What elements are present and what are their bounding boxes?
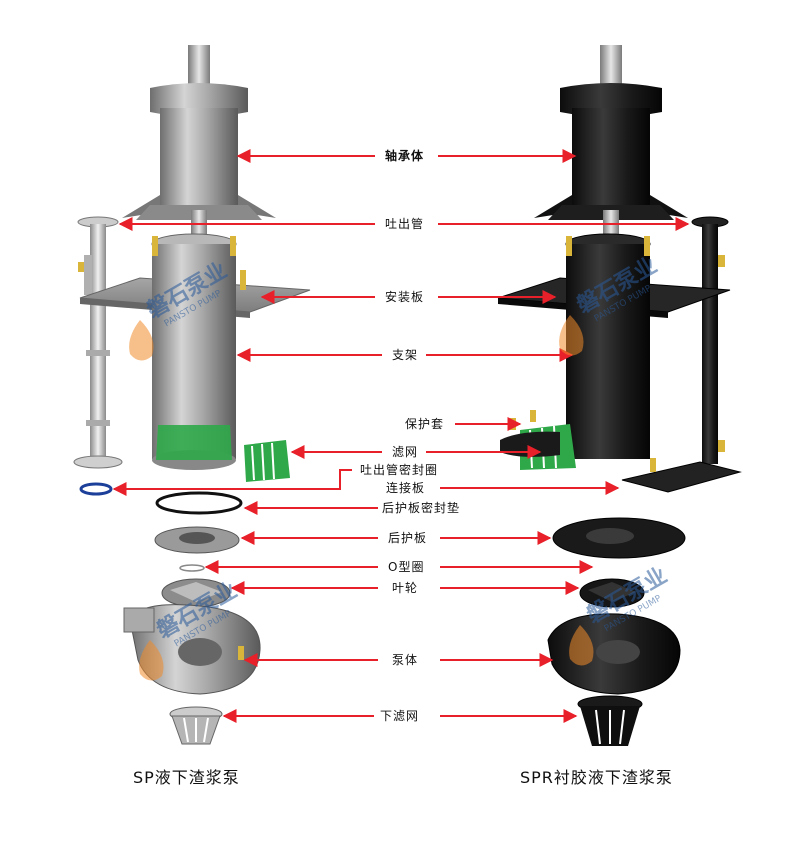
- logo-drop-icon: [569, 625, 594, 666]
- left-outlet-seal-ring: [79, 482, 113, 496]
- label-mounting-plate: 安装板: [385, 289, 424, 304]
- label-protective-sleeve: 保护套: [405, 417, 444, 431]
- left-o-ring: [179, 564, 205, 572]
- label-o-ring: O型圈: [388, 560, 424, 574]
- caption-left: SP液下渣浆泵: [133, 768, 240, 787]
- label-rear-guard-plate: 后护板: [388, 531, 427, 545]
- logo-drop-icon: [129, 320, 154, 361]
- left-impeller: [161, 578, 231, 608]
- logo-drop-icon: [559, 315, 584, 356]
- right-rear-guard-plate: [552, 517, 686, 559]
- label-strainer: 滤网: [392, 445, 418, 459]
- part-labels: 轴承体 吐出管 安装板 支架 保护套 滤网 吐出管密封圈 连接板 后护板密封垫 …: [360, 148, 460, 723]
- label-pump-body: 泵体: [392, 653, 418, 667]
- caption-right: SPR衬胶液下渣浆泵: [520, 768, 673, 787]
- right-lower-strainer: [577, 695, 643, 746]
- left-rear-guard-plate: [154, 526, 240, 554]
- left-strainer: [156, 425, 290, 482]
- right-protective-sleeve-and-strainer: [500, 410, 576, 470]
- label-bearing-body: 轴承体: [385, 148, 424, 163]
- label-outlet-pipe: 吐出管: [385, 216, 424, 231]
- right-support-frame: [565, 233, 651, 459]
- left-pump-sp: [73, 45, 311, 745]
- left-bearing-body: [122, 45, 276, 240]
- label-connecting-plate: 连接板: [386, 480, 425, 495]
- label-impeller: 叶轮: [392, 581, 418, 595]
- right-impeller: [579, 578, 645, 608]
- label-rear-guard-gasket: 后护板密封垫: [382, 500, 460, 515]
- right-connecting-plate: [621, 458, 742, 493]
- leader-arrows: [112, 149, 690, 723]
- logo-drop-icon: [139, 640, 164, 681]
- arrow-seal-ring-left: [112, 469, 352, 496]
- right-pump-spr: [497, 45, 742, 746]
- right-bearing-body: [534, 45, 688, 240]
- label-outlet-seal-ring: 吐出管密封圈: [360, 462, 438, 477]
- left-outlet-pipe: [73, 216, 123, 469]
- left-lower-strainer: [169, 706, 223, 745]
- label-lower-strainer: 下滤网: [380, 709, 419, 723]
- right-outlet-pipe: [691, 216, 729, 464]
- left-rear-guard-gasket: [155, 491, 243, 515]
- label-support-frame: 支架: [392, 348, 418, 362]
